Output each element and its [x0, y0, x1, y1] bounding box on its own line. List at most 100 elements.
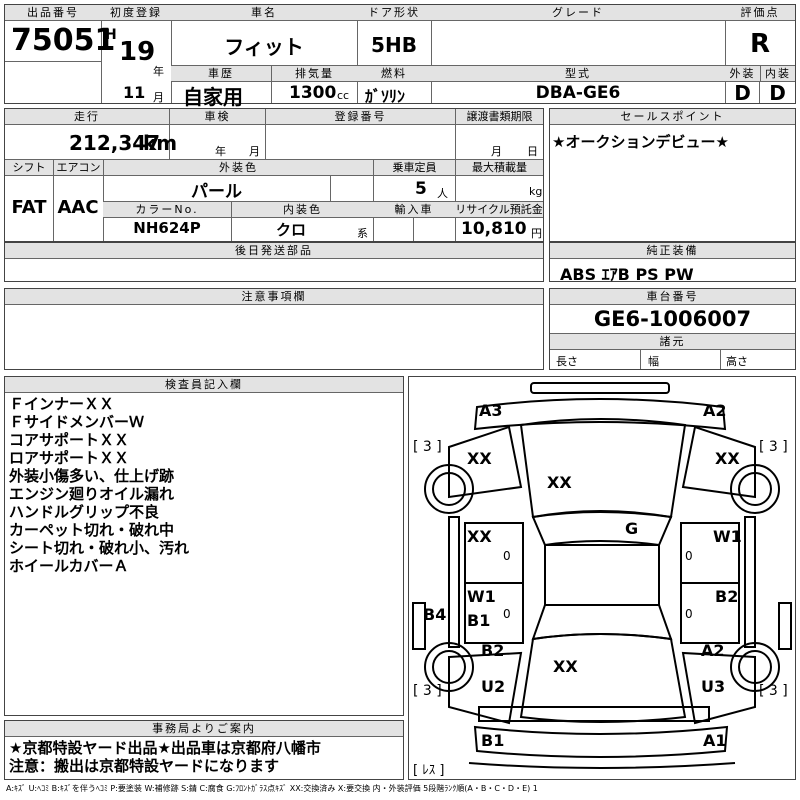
legend: A:ｷｽﾞ U:ﾍｺﾐ B:ｷｽﾞを伴うﾍｺﾐ P:要塗装 W:補修跡 S:錆 …	[6, 784, 538, 793]
displacement: 1300	[289, 83, 337, 103]
cc-unit: cc	[337, 89, 350, 102]
series-unit: 系	[357, 227, 368, 240]
shift: FAT	[11, 197, 47, 218]
spec-height: 高さ	[726, 355, 748, 368]
person-unit: 人	[437, 187, 448, 200]
inspector-line: シート切れ・破れ小、汚れ	[9, 539, 190, 557]
notes-box: 注意事項欄	[4, 288, 544, 370]
sales-point-label: セールスポイント	[550, 109, 795, 125]
parts-label: 後日発送部品	[5, 243, 543, 259]
office-label: 事務局よりご案内	[5, 721, 403, 737]
door-label: ドア形状	[357, 5, 431, 21]
inspector-line: ロアサポートＸＸ	[9, 449, 130, 467]
lot-label: 出品番号	[5, 5, 101, 21]
door-type: 5HB	[371, 33, 417, 57]
yen-unit: 円	[531, 227, 542, 240]
mark-zero: 0	[685, 549, 693, 563]
mileage-label: 走行	[5, 109, 169, 125]
transfer-month-unit: 月	[491, 145, 502, 158]
int-label: 内装	[760, 65, 795, 82]
mark-xx-door-fl: XX	[467, 527, 492, 546]
inspector-line: ＦインナーＸＸ	[9, 395, 115, 413]
reg-label: 初度登録	[101, 5, 171, 21]
load-label: 最大積載量	[455, 159, 543, 176]
mark-zero: 0	[503, 607, 511, 621]
capacity: 5	[415, 179, 427, 199]
mark-g: G	[625, 519, 639, 538]
int-color-label: 内装色	[231, 201, 373, 218]
car-name: フィット	[224, 35, 304, 59]
mark-b4: B4	[423, 605, 447, 624]
mark-b2-door-rr: B2	[715, 587, 739, 606]
transfer-day-unit: 日	[527, 145, 538, 158]
tire-fr: [ 3 ]	[759, 439, 788, 455]
kg-unit: kg	[529, 185, 543, 198]
import-label: 輸入車	[373, 201, 455, 218]
history: 自家用	[183, 85, 243, 109]
year-unit: 年	[153, 65, 164, 78]
ac: AAC	[57, 197, 99, 218]
mark-zero: 0	[503, 549, 511, 563]
reg-month: 11	[123, 83, 146, 102]
insp-month-unit: 月	[249, 145, 260, 158]
inspector-line: ＦサイドメンバーＷ	[9, 413, 145, 431]
capacity-label: 乗車定員	[373, 159, 455, 176]
tire-fl: [ 3 ]	[413, 439, 442, 455]
spec-width: 幅	[648, 355, 659, 368]
mark-w1-door-fr: W1	[713, 527, 742, 546]
score-label: 評価点	[725, 5, 795, 21]
mark-xx-fr: XX	[715, 449, 740, 468]
transfer-label: 譲渡書類期限	[455, 109, 543, 125]
int-score: D	[769, 81, 786, 105]
model-code: DBA-GE6	[535, 83, 621, 103]
mark-a2-top: A2	[703, 401, 727, 420]
reg-year: 19	[119, 37, 156, 67]
chassis-box: 車台番号 GE6-1006007 諸元 長さ 幅 高さ	[549, 288, 796, 370]
month-unit: 月	[153, 91, 164, 104]
inspector-line: コアサポートＸＸ	[9, 431, 130, 449]
era: H	[105, 27, 117, 43]
color-number: NH624P	[133, 219, 201, 237]
car-outline-svg	[412, 382, 792, 769]
mark-b1-bottom: B1	[481, 731, 505, 750]
spec-length: 長さ	[556, 355, 578, 368]
recycle-fee: 10,810	[461, 219, 527, 239]
history-label: 車歴	[171, 65, 271, 82]
mark-u3: U3	[701, 677, 726, 696]
mark-xx-trunk: XX	[553, 657, 578, 676]
fuel-label: 燃料	[357, 65, 431, 82]
fuel: ｶﾞｿﾘﾝ	[365, 87, 406, 106]
displacement-label: 排気量	[271, 65, 357, 82]
ext-score: D	[734, 81, 751, 105]
ext-label: 外装	[725, 65, 760, 82]
score: R	[749, 29, 771, 59]
office-line: ★京都特設ヤード出品★出品車は京都府八幡市	[9, 739, 321, 757]
equipment-text: ABS ｴｱB PS PW	[560, 265, 694, 284]
inspector-lines: ＦインナーＸＸ ＦサイドメンバーＷ コアサポートＸＸ ロアサポートＸＸ 外装小傷…	[9, 395, 189, 575]
mark-u2: U2	[481, 677, 506, 696]
damage-diagram: A3 A2 [ 3 ] [ 3 ] XX XX XX G XX W1 0 0 W…	[408, 376, 796, 780]
mark-a1-bottom: A1	[703, 731, 727, 750]
km-unit: km	[143, 131, 178, 155]
office-box: 事務局よりご案内 ★京都特設ヤード出品★出品車は京都府八幡市 注意：搬出は京都特…	[4, 720, 404, 780]
inspector-box: 検査員記入欄 ＦインナーＸＸ ＦサイドメンバーＷ コアサポートＸＸ ロアサポート…	[4, 376, 404, 716]
spare-tire: [ ﾚｽ ]	[413, 763, 445, 778]
plate-label: 登録番号	[265, 109, 455, 125]
sales-point-text: ★オークションデビュー★	[552, 133, 729, 151]
exterior-color: パール	[191, 182, 242, 202]
office-line: 注意：搬出は京都特設ヤードになります	[9, 757, 280, 775]
equipment-label: 純正装備	[550, 243, 795, 259]
inspector-line: カーペット切れ・破れ中	[9, 521, 175, 539]
interior-color: クロ	[275, 221, 306, 239]
inspector-line: エンジン廻りオイル漏れ	[9, 485, 175, 503]
color-label: 外装色	[103, 159, 373, 176]
mark-zero: 0	[685, 607, 693, 621]
mark-a2-rr: A2	[701, 641, 725, 660]
equipment-box: 純正装備 ABS ｴｱB PS PW	[549, 242, 796, 284]
mark-a3: A3	[479, 401, 503, 420]
mark-xx-fl: XX	[467, 449, 492, 468]
inspector-line: ハンドルグリップ不良	[9, 503, 160, 521]
lot-number: 75051	[11, 23, 116, 58]
car-name-label: 車名	[171, 5, 357, 21]
tire-rr: [ 3 ]	[759, 683, 788, 699]
